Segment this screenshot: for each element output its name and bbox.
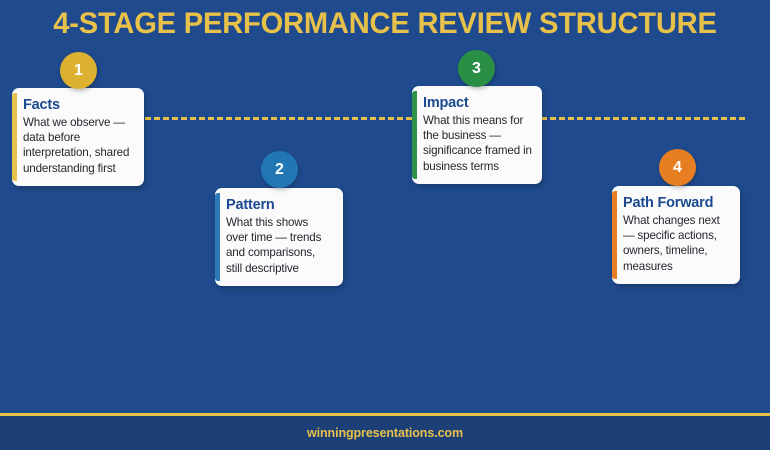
- stage-card-3-accent: [412, 91, 417, 179]
- stage-card-2-accent: [215, 193, 220, 281]
- stage-card-4-title: Path Forward: [623, 195, 714, 211]
- stage-badge-1-number: 1: [74, 61, 83, 79]
- stage-badge-3-number: 3: [472, 59, 481, 77]
- stage-card-pattern[interactable]: Pattern What this shows over time — tren…: [215, 188, 343, 286]
- stage-card-1-accent: [12, 93, 17, 181]
- stage-badge-3: 3: [458, 50, 495, 87]
- stage-card-1-body: What we observe — data before interpreta…: [23, 116, 130, 175]
- stage-card-1-title: Facts: [23, 97, 60, 113]
- stage-badge-1: 1: [60, 52, 97, 89]
- stage-card-4-accent: [612, 191, 617, 279]
- page-title: 4-Stage Performance Review Structure: [53, 7, 717, 40]
- stage-card-facts[interactable]: Facts What we observe — data before inte…: [12, 88, 144, 186]
- stage-badge-4: 4: [659, 149, 696, 186]
- stage-badge-4-number: 4: [673, 158, 682, 176]
- footer-bar: winningpresentations.com: [0, 413, 770, 450]
- stage-badge-2-number: 2: [275, 160, 284, 178]
- stage-card-2-body: What this shows over time — trends and c…: [226, 216, 322, 275]
- stage-card-4-body: What changes next — specific actions, ow…: [623, 214, 720, 273]
- footer-website-text: winningpresentations.com: [307, 426, 463, 440]
- stage-card-impact[interactable]: Impact What this means for the business …: [412, 86, 542, 184]
- stage-badge-2: 2: [261, 151, 298, 188]
- stage-card-2-title: Pattern: [226, 197, 275, 213]
- stage-card-path-forward[interactable]: Path Forward What changes next — specifi…: [612, 186, 740, 284]
- stage-card-3-title: Impact: [423, 95, 469, 111]
- stage-card-3-body: What this means for the business — signi…: [423, 114, 532, 173]
